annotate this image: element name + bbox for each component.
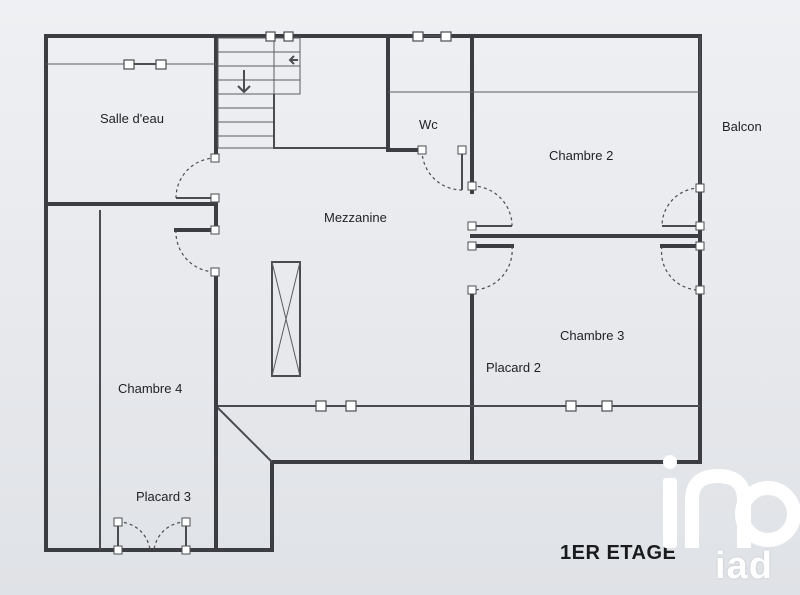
room-label-chambre-4: Chambre 4 — [118, 381, 183, 396]
chambre-2-walls — [470, 185, 702, 238]
chambre-3-walls — [216, 244, 702, 464]
wc-walls — [386, 34, 700, 194]
staircase — [217, 37, 388, 149]
floor-title: 1ER ETAGE — [560, 542, 677, 564]
room-label-balcon: Balcon — [722, 119, 762, 134]
brand-name: iad — [715, 545, 773, 587]
room-label-mezzanine: Mezzanine — [324, 210, 387, 225]
room-label-chambre-3: Chambre 3 — [560, 328, 625, 343]
chambre-4-walls — [99, 196, 218, 552]
mezzanine-walls — [215, 261, 301, 463]
room-label-salle-deau: Salle d'eau — [100, 111, 164, 126]
room-label-placard-3: Placard 3 — [136, 489, 191, 504]
room-label-wc: Wc — [419, 117, 438, 132]
windows — [113, 31, 705, 555]
iad-logo-icon — [663, 455, 800, 548]
room-label-placard-2: Placard 2 — [486, 360, 541, 375]
room-label-chambre-2: Chambre 2 — [549, 148, 614, 163]
